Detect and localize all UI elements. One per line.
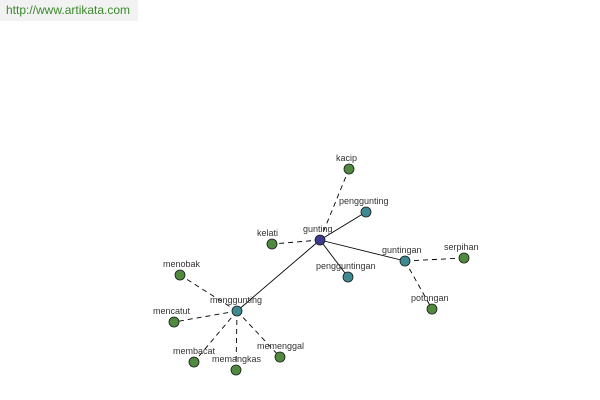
nodes-layer [168, 163, 470, 376]
node-kelati[interactable] [266, 238, 278, 250]
node-label-menobak[interactable]: menobak [163, 259, 201, 269]
edges-layer [173, 168, 465, 371]
edge-menggunting-memenggal [236, 310, 281, 358]
edge-guntingan-serpihan [404, 257, 465, 262]
edge-gunting-kelati [271, 239, 321, 245]
node-label-potongan[interactable]: potongan [411, 293, 449, 303]
node-menggunting[interactable] [231, 305, 243, 317]
node-penggunting[interactable] [360, 206, 372, 218]
edge-guntingan-potongan [404, 260, 433, 310]
node-label-membacat[interactable]: membacat [173, 346, 216, 356]
node-label-memangkas[interactable]: memangkas [212, 354, 262, 364]
node-label-guntingan[interactable]: guntingan [382, 245, 422, 255]
node-label-kelati[interactable]: kelati [257, 228, 278, 238]
node-gunting[interactable] [314, 234, 326, 246]
edge-menggunting-menobak [179, 274, 238, 312]
site-url-link[interactable]: http://www.artikata.com [6, 3, 131, 17]
edge-gunting-kacip [319, 168, 350, 241]
node-membacat[interactable] [188, 356, 200, 368]
edge-gunting-menggunting [236, 239, 321, 312]
node-pengguntingan[interactable] [342, 271, 354, 283]
node-label-gunting[interactable]: gunting [303, 224, 333, 234]
node-kacip[interactable] [343, 163, 355, 175]
site-url-bar: http://www.artikata.com [0, 0, 138, 21]
node-mencatut[interactable] [168, 316, 180, 328]
node-memenggal[interactable] [274, 351, 286, 363]
edge-gunting-penggunting [319, 211, 367, 241]
node-label-kacip[interactable]: kacip [336, 153, 357, 163]
node-guntingan[interactable] [399, 255, 411, 267]
labels-layer: gunting kacip penggunting kelati penggunting… [153, 153, 479, 364]
node-label-mencatut[interactable]: mencatut [153, 306, 191, 316]
node-label-menggunting[interactable]: menggunting [210, 295, 262, 305]
edge-menggunting-membacat [193, 310, 238, 363]
edge-gunting-pengguntingan [319, 239, 349, 278]
node-label-penggunting[interactable]: penggunting [339, 196, 389, 206]
node-potongan[interactable] [426, 303, 438, 315]
node-serpihan[interactable] [458, 252, 470, 264]
node-label-memenggal[interactable]: memenggal [257, 341, 304, 351]
node-label-pengguntingan[interactable]: pengguntingan [316, 261, 376, 271]
node-memangkas[interactable] [230, 364, 242, 376]
node-menobak[interactable] [174, 269, 186, 281]
edge-menggunting-mencatut [173, 310, 238, 323]
edge-gunting-guntingan [319, 239, 406, 262]
edge-menggunting-memangkas [235, 310, 238, 371]
node-label-serpihan[interactable]: serpihan [444, 242, 479, 252]
